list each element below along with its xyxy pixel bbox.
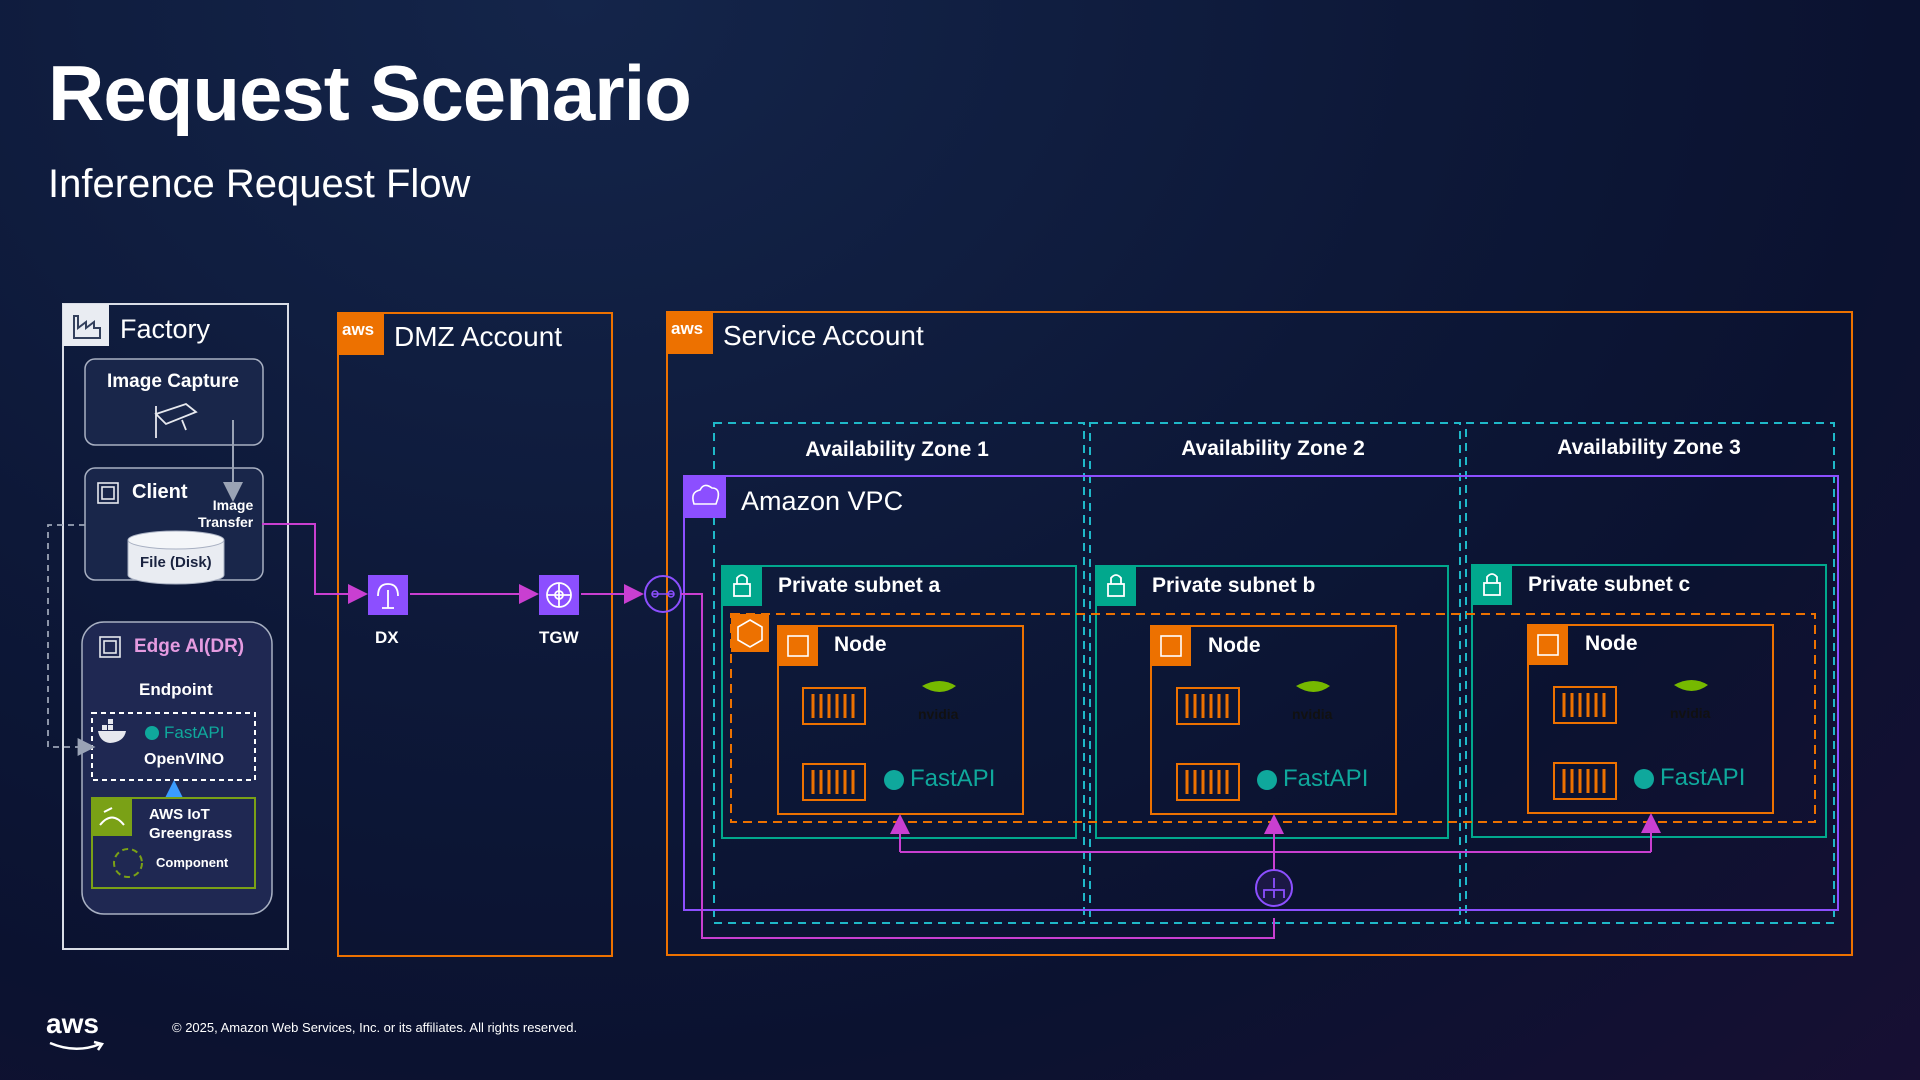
node-3-fastapi: FastAPI — [1660, 764, 1746, 791]
lock-icon-a — [722, 566, 762, 606]
vpc-label: Amazon VPC — [741, 486, 904, 516]
load-balancer-glyph — [1263, 878, 1285, 898]
dmz-account-group — [337, 312, 613, 957]
eks-icon-glyph — [737, 619, 763, 648]
node-icon-3 — [1528, 625, 1568, 665]
subnet-a-label: Private subnet a — [778, 574, 941, 597]
subnet-b — [1095, 565, 1449, 839]
aws-badge-service — [667, 312, 713, 354]
az-2-label: Availability Zone 2 — [1181, 437, 1365, 460]
image-transfer-label: Image Transfer — [198, 497, 254, 530]
endpoint-label: Endpoint — [139, 680, 213, 699]
nvidia-2-label: nvidia — [1292, 706, 1333, 722]
vpc-group — [683, 475, 1839, 911]
aws-logo: aws — [46, 1008, 99, 1039]
edge-ai-label: Edge AI(DR) — [134, 636, 245, 657]
factory-icon-glyph — [73, 315, 101, 339]
node-icon-1 — [778, 626, 818, 666]
nvidia-3-label: nvidia — [1670, 705, 1711, 721]
component-label: Component — [156, 855, 229, 870]
lock-icon-b — [1096, 566, 1136, 606]
factory-group — [62, 303, 289, 950]
openvino-label: OpenVINO — [144, 751, 225, 768]
greengrass-label: AWS IoT Greengrass — [149, 806, 233, 842]
az-1 — [713, 422, 1085, 924]
aws-badge-dmz-text: aws — [342, 320, 375, 339]
container-icons — [802, 686, 1617, 801]
node-icon-2 — [1151, 626, 1191, 666]
container-bars — [811, 693, 1606, 794]
node-1-label: Node — [834, 633, 887, 656]
node-3-label: Node — [1585, 632, 1638, 655]
az-1-label: Availability Zone 1 — [805, 438, 989, 461]
subnet-c — [1471, 564, 1827, 838]
image-transfer-line — [262, 523, 368, 604]
dmz-label: DMZ Account — [394, 321, 563, 352]
vpc-endpoint-glyph — [651, 590, 675, 598]
fastapi-icons — [145, 726, 1654, 790]
component-icon — [113, 848, 143, 878]
service-account-group — [666, 311, 1853, 956]
eks-cluster-group — [730, 613, 1816, 823]
disk-cylinder — [127, 530, 225, 585]
subnet-c-label: Private subnet c — [1528, 573, 1691, 596]
image-capture-box — [84, 358, 264, 446]
lock-glyphs — [733, 573, 1501, 597]
dx-label: DX — [375, 628, 399, 647]
aws-badge-dmz — [338, 313, 384, 355]
page-title: Request Scenario — [48, 49, 692, 137]
az-3 — [1465, 422, 1835, 924]
dx-icon-glyph — [377, 583, 399, 609]
image-capture-label: Image Capture — [107, 371, 239, 392]
tgw-label: TGW — [539, 628, 579, 647]
greengrass-icon-glyph — [99, 807, 125, 826]
aws-smile-icon — [49, 1040, 105, 1051]
chip-icon-client — [97, 482, 119, 504]
endpoint-to-lb-line — [681, 593, 1275, 939]
tgw-icon-glyph — [546, 582, 572, 608]
subnet-b-label: Private subnet b — [1152, 574, 1316, 597]
dr-dashed-link — [47, 524, 96, 756]
camera-icon — [154, 402, 198, 438]
nvidia-logos — [922, 680, 1708, 692]
node-2-label: Node — [1208, 634, 1261, 657]
docker-icon — [98, 719, 126, 743]
page-subtitle: Inference Request Flow — [48, 162, 471, 206]
node-2-fastapi: FastAPI — [1283, 765, 1369, 792]
service-label: Service Account — [723, 320, 924, 351]
file-disk-label: File (Disk) — [140, 554, 212, 571]
node-1-fastapi: FastAPI — [910, 765, 996, 792]
az-3-label: Availability Zone 3 — [1557, 436, 1741, 459]
vpc-icon-glyph — [692, 484, 720, 505]
copyright-footer: © 2025, Amazon Web Services, Inc. or its… — [172, 1020, 578, 1035]
nvidia-1-label: nvidia — [918, 706, 959, 722]
lb-to-nodes-lines — [899, 817, 1652, 870]
factory-label: Factory — [120, 314, 211, 344]
chip-icon-edge — [99, 636, 121, 658]
vpc-icon — [684, 476, 726, 518]
client-label: Client — [132, 481, 188, 503]
node-chip-glyphs — [787, 634, 1559, 657]
lock-icon-c — [1472, 565, 1512, 605]
edge-fastapi-label: FastAPI — [164, 723, 225, 742]
aws-badge-service-text: aws — [671, 319, 704, 338]
